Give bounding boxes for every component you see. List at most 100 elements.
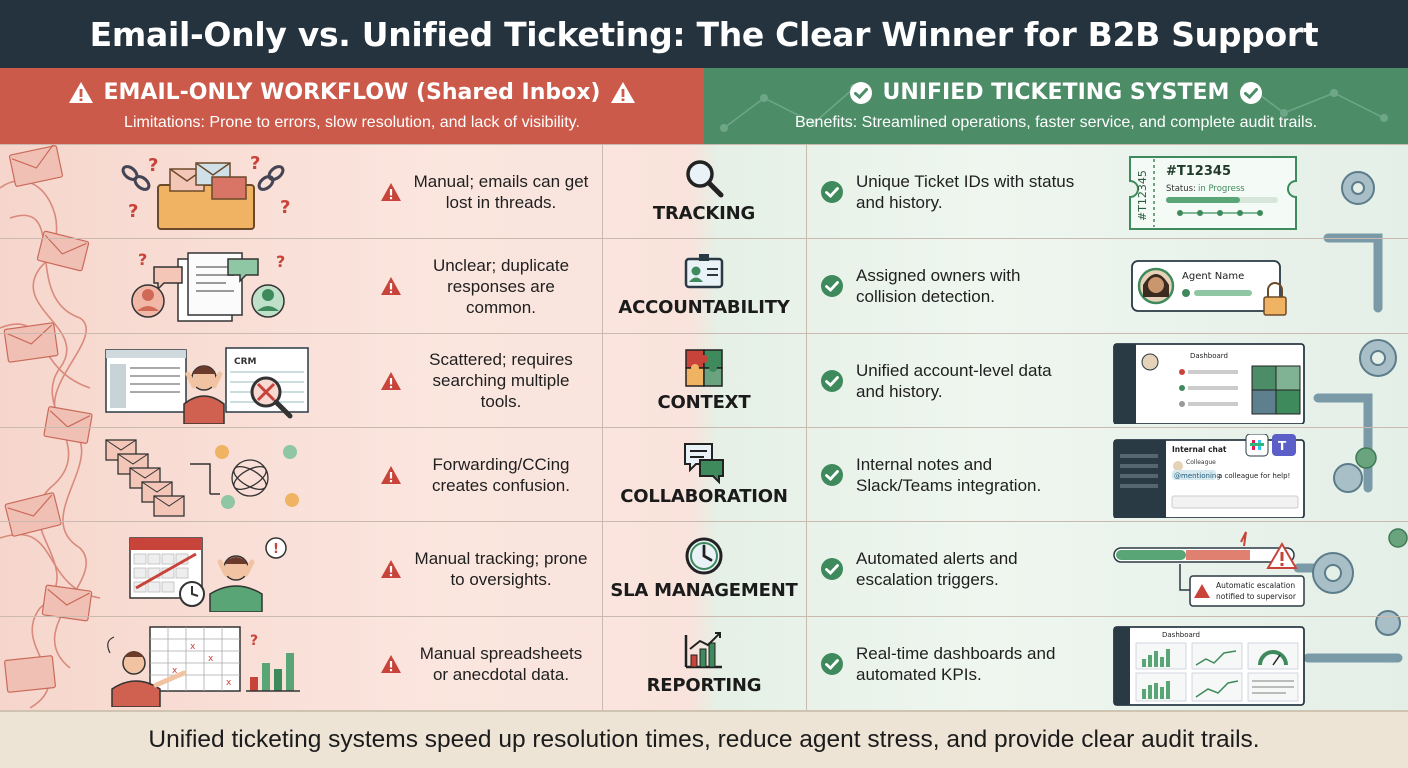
warning-icon: [381, 277, 401, 296]
email-workflow-header: EMAIL-ONLY WORKFLOW (Shared Inbox) Limit…: [0, 68, 704, 144]
magnifier-icon: [686, 160, 724, 198]
check-circle-icon: [1240, 81, 1263, 104]
email-description: Forwarding/CCing creates confusion.: [432, 454, 570, 495]
svg-text:?: ?: [128, 201, 138, 222]
ticket-status-label: Status:: [1166, 184, 1196, 194]
unified-description: Automated alerts and escalation triggers…: [856, 549, 1018, 590]
email-description: Unclear; duplicate responses are common.: [432, 255, 570, 317]
ticket-side-id: #T12345: [1136, 170, 1149, 221]
svg-text:?: ?: [280, 197, 290, 218]
unified-system-header: UNIFIED TICKETING SYSTEM Benefits: Strea…: [704, 68, 1408, 144]
chat-user: Colleague: [1186, 459, 1216, 466]
unified-description: Unique Ticket IDs with status and histor…: [856, 172, 1075, 212]
email-description: Manual; emails can get lost in threads.: [413, 172, 589, 212]
tangled-inbox-illustration-icon: ????: [121, 153, 290, 230]
category-label: COLLABORATION: [620, 485, 788, 507]
unified-description: Assigned owners with collision detection…: [856, 266, 1021, 307]
forwarding-confusion-illustration-icon: [105, 439, 299, 517]
svg-text:?: ?: [250, 633, 258, 649]
check-circle-icon: [821, 463, 843, 486]
unified-description: Unified account-level data and history.: [856, 360, 1052, 401]
unified-description: Internal notes and Slack/Teams integrati…: [856, 454, 1042, 495]
warning-icon: [381, 560, 401, 579]
table-row: Forwarding/CCing creates confusion. COLL…: [0, 426, 1408, 522]
email-workflow-title: EMAIL-ONLY WORKFLOW (Shared Inbox): [103, 80, 601, 105]
agent-name: Agent Name: [1182, 271, 1244, 282]
dashboard-illustration-icon: Dashboard: [1113, 342, 1305, 424]
ticket-status-value: in Progress: [1198, 184, 1245, 194]
svg-text:?: ?: [148, 155, 158, 176]
id-badge-icon: [684, 254, 724, 289]
email-workflow-subtitle: Limitations: Prone to errors, slow resol…: [124, 114, 580, 131]
reporting-dashboard-label: Dashboard: [1162, 631, 1200, 639]
email-description: Scattered; requires searching multiple t…: [429, 350, 573, 412]
category-cell: ACCOUNTABILITY: [602, 239, 806, 333]
chat-title: Internal chat: [1172, 445, 1227, 454]
warning-icon: [381, 465, 401, 484]
footer-summary: Unified ticketing systems speed up resol…: [0, 710, 1408, 768]
category-label: TRACKING: [652, 203, 756, 224]
scattered-tools-illustration-icon: CRM: [105, 346, 309, 424]
check-circle-icon: [821, 181, 843, 203]
warning-icon: [381, 654, 401, 673]
comparison-area: EMAIL-ONLY WORKFLOW (Shared Inbox) Limit…: [0, 68, 1408, 710]
escalation-alert-illustration-icon: Automatic escalation notified to supervi…: [1113, 531, 1305, 608]
category-cell: COLLABORATION: [602, 428, 806, 522]
ticket-id: #T12345: [1166, 164, 1231, 179]
unified-system-subtitle: Benefits: Streamlined operations, faster…: [794, 114, 1318, 131]
check-circle-icon: [821, 652, 843, 675]
category-cell: SLA MANAGEMENT: [602, 522, 806, 616]
chat-message: a colleague for help!: [1218, 472, 1290, 480]
comparison-grid: ???? Manual; emails can get lost in thre…: [0, 144, 1408, 710]
unified-description: Real-time dashboards and automated KPIs.: [856, 643, 1056, 684]
category-cell: REPORTING: [602, 617, 806, 710]
check-circle-icon: [821, 275, 843, 298]
clock-icon: [685, 537, 723, 575]
missed-deadline-illustration-icon: !: [129, 537, 287, 613]
svg-text:!: !: [273, 542, 279, 557]
check-circle-icon: [849, 81, 872, 104]
chat-bubbles-icon: [684, 442, 724, 484]
email-description: Manual spreadsheets or anecdotal data.: [419, 643, 583, 684]
kpi-dashboard-illustration-icon: Dashboard: [1113, 625, 1305, 706]
svg-text:?: ?: [276, 252, 285, 271]
svg-text:?: ?: [250, 153, 260, 174]
internal-chat-illustration-icon: Internal chat Colleague @mentioning a co…: [1113, 433, 1305, 518]
check-circle-icon: [821, 558, 843, 581]
svg-text:T: T: [1278, 439, 1287, 453]
unified-system-title: UNIFIED TICKETING SYSTEM: [882, 80, 1230, 105]
table-row: ???? Manual; emails can get lost in thre…: [0, 144, 1408, 238]
crm-label: CRM: [234, 357, 257, 367]
gears-pipes-decoration-icon: [1293, 171, 1408, 663]
puzzle-icon: [685, 348, 723, 387]
dashboard-label: Dashboard: [1190, 352, 1228, 360]
table-row: ! Manual tracking; prone to oversights. …: [0, 521, 1408, 615]
escalation-line-1: Automatic escalation: [1216, 581, 1295, 590]
table-row: CRM Scattered; requires searching multip…: [0, 332, 1408, 428]
warning-icon: [611, 82, 636, 103]
svg-text:x: x: [226, 678, 232, 688]
envelope-decoration-icon: [0, 143, 101, 709]
category-label: CONTEXT: [657, 391, 751, 413]
svg-text:?: ?: [138, 250, 147, 269]
warning-icon: [381, 183, 401, 201]
table-row: ?? Unclear; duplicate responses are comm…: [0, 238, 1408, 332]
chat-mention: @mentioning: [1174, 472, 1221, 480]
email-description: Manual tracking; prone to oversights.: [414, 549, 588, 590]
agent-card-illustration-icon: Agent Name: [1131, 260, 1287, 317]
duplicate-responses-illustration-icon: ??: [131, 250, 285, 323]
category-label: ACCOUNTABILITY: [618, 297, 790, 319]
escalation-line-2: notified to supervisor: [1216, 592, 1297, 601]
check-circle-icon: [821, 369, 843, 392]
bar-chart-icon: [684, 631, 722, 668]
svg-text:x: x: [172, 666, 178, 676]
category-cell: CONTEXT: [602, 334, 806, 428]
svg-text:x: x: [190, 642, 196, 652]
category-label: SLA MANAGEMENT: [610, 580, 798, 602]
category-cell: TRACKING: [602, 145, 806, 239]
ticket-illustration-icon: #T12345 #T12345 Status: in Progress: [1129, 156, 1297, 230]
category-label: REPORTING: [646, 674, 762, 696]
warning-icon: [381, 371, 401, 390]
